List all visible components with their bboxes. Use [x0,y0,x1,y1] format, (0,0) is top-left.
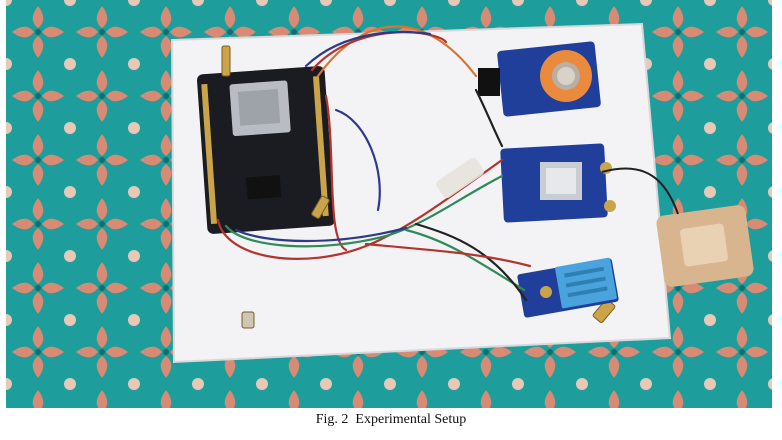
gas-sensor-module [478,41,601,117]
usb-chip [245,175,282,200]
experimental-setup-photo [6,0,772,408]
gps-module [500,143,616,223]
figure-caption: Fig. 2 Experimental Setup [315,412,467,427]
gps-antenna [601,167,754,287]
nodemcu-board [196,66,336,234]
dht11-sensor [517,257,619,318]
jumper-wires [216,25,532,302]
tape-wrap [436,157,484,199]
